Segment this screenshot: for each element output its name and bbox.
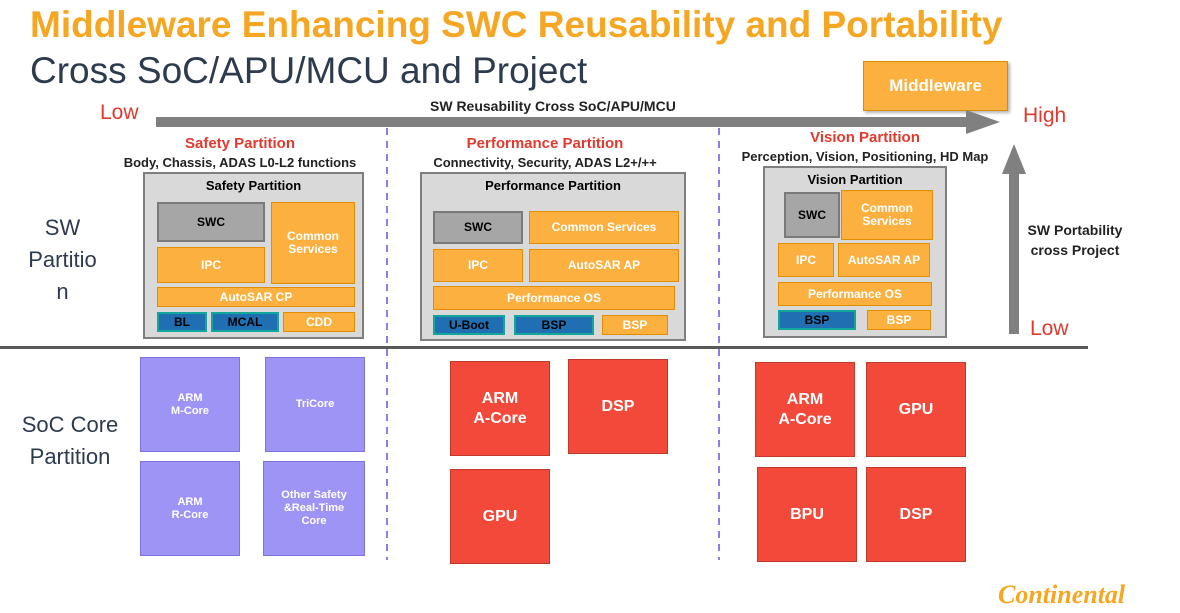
safety-autosar-cp: AutoSAR CP [157, 287, 355, 307]
safety-mcal: MCAL [211, 312, 279, 332]
vision-bsp-2: BSP [867, 310, 931, 330]
reuse-arrow-head [966, 110, 1000, 134]
reuse-arrow-shaft [156, 117, 968, 127]
vision-autosar-ap: AutoSAR AP [838, 243, 930, 277]
performance-ipc: IPC [433, 249, 523, 282]
performance-swc: SWC [433, 211, 523, 244]
performance-autosar-ap: AutoSAR AP [529, 249, 679, 282]
vision-common-services: Common Services [841, 190, 933, 240]
performance-panel-title: Performance Partition [485, 178, 621, 193]
portability-axis-title: SW Portability cross Project [1027, 222, 1123, 258]
safety-bl: BL [157, 312, 207, 332]
core-vision-bpu: BPU [757, 467, 857, 562]
performance-uboot: U-Boot [433, 315, 505, 335]
safety-panel: Safety Partition SWC Common Services IPC… [143, 172, 364, 339]
reuse-low-label: Low [100, 101, 139, 124]
performance-subheading: Connectivity, Security, ADAS L2+/++ [433, 155, 657, 170]
slide-subtitle: Cross SoC/APU/MCU and Project [30, 50, 588, 91]
vision-panel: Vision Partition SWC Common Services IPC… [763, 166, 947, 338]
performance-bsp-2: BSP [602, 315, 668, 335]
vision-heading: Vision Partition [810, 129, 920, 146]
performance-bsp-1: BSP [514, 315, 594, 335]
safety-subheading: Body, Chassis, ADAS L0-L2 functions [123, 155, 357, 170]
safety-cdd: CDD [283, 312, 355, 332]
core-arm-r: ARM R-Core [140, 461, 240, 556]
core-perf-arm-a: ARM A-Core [450, 361, 550, 456]
portability-arrow-shaft [1009, 172, 1019, 334]
safety-heading: Safety Partition [184, 135, 296, 152]
slide-title: Middleware Enhancing SWC Reusability and… [30, 4, 1003, 45]
core-perf-gpu: GPU [450, 469, 550, 564]
performance-heading: Performance Partition [466, 135, 624, 152]
middleware-legend: Middleware [863, 61, 1008, 111]
continental-logo: Continental [998, 580, 1126, 609]
vision-panel-title: Vision Partition [807, 172, 903, 187]
vision-subheading: Perception, Vision, Positioning, HD Map [741, 149, 989, 164]
soc-partition-label: SoC Core Partition [21, 412, 119, 469]
portability-low-label: Low [1030, 317, 1069, 340]
vision-os: Performance OS [778, 282, 932, 306]
reuse-high-label: High [1023, 104, 1067, 127]
performance-common-services: Common Services [529, 211, 679, 244]
core-vision-dsp: DSP [866, 467, 966, 562]
core-perf-dsp: DSP [568, 359, 668, 454]
partition-separator [0, 346, 1088, 349]
vision-swc: SWC [784, 192, 840, 238]
core-arm-m: ARM M-Core [140, 357, 240, 452]
vision-bsp-1: BSP [778, 310, 856, 330]
vision-ipc: IPC [778, 243, 834, 277]
safety-common-services: Common Services [271, 202, 355, 284]
safety-swc: SWC [157, 202, 265, 242]
portability-arrow-head [1002, 144, 1026, 174]
core-tricore: TriCore [265, 357, 365, 452]
core-vision-gpu: GPU [866, 362, 966, 457]
performance-os: Performance OS [433, 286, 675, 310]
core-other-safety: Other Safety &Real-Time Core [263, 461, 365, 556]
safety-ipc: IPC [157, 247, 265, 283]
sw-partition-label: SW Partitio n [28, 215, 97, 304]
safety-panel-title: Safety Partition [205, 178, 302, 193]
performance-panel: Performance Partition SWC Common Service… [420, 172, 686, 341]
reuse-axis-title: SW Reusability Cross SoC/APU/MCU [430, 98, 676, 114]
core-vision-arm-a: ARM A-Core [755, 362, 855, 457]
